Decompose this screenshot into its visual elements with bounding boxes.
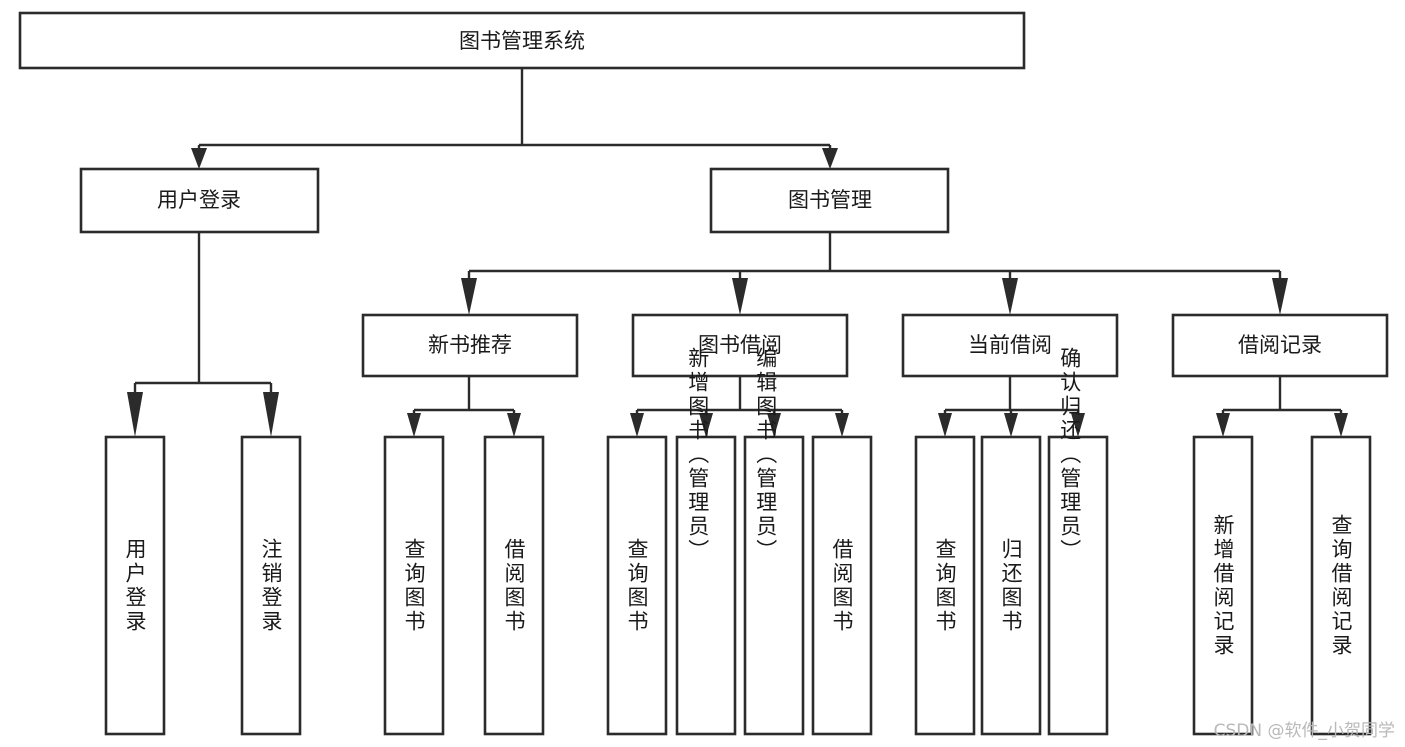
arrow-head-new-book-recommend: [461, 278, 477, 315]
leaf-user-login-logout-label: 注销登录: [259, 538, 283, 634]
arrow-head-bb-leaf-2: [699, 413, 713, 437]
node-book-borrow-box[interactable]: [631, 313, 849, 378]
leaf-bb-add-book-admin-box[interactable]: [675, 435, 737, 736]
leaf-nbr-query-book-box[interactable]: [383, 435, 445, 736]
arrow-head-leaf-user-login: [127, 392, 143, 437]
leaf-user-login-logout-box[interactable]: [240, 435, 302, 736]
leaf-node-br-query-record[interactable]: 查询借阅记录: [1310, 435, 1372, 736]
leaf-cb-return-book-box[interactable]: [980, 435, 1042, 736]
arrow-head-br-leaf-2: [1334, 413, 1348, 437]
leaf-user-login-login-box[interactable]: [104, 435, 166, 736]
arrow-head-bb-leaf-4: [835, 413, 849, 437]
leaf-br-add-record-label: 新增借阅记录: [1211, 514, 1235, 658]
node-borrow-record[interactable]: 借阅记录: [1171, 313, 1389, 378]
arrow-head-br-leaf-1: [1216, 413, 1230, 437]
node-user-login-label: 用户登录: [157, 188, 241, 212]
arrow-head-book-borrow: [732, 278, 748, 315]
arrow-head-book-mgmt: [822, 148, 838, 169]
node-borrow-record-box[interactable]: [1171, 313, 1389, 378]
node-user-login[interactable]: 用户登录: [79, 167, 320, 234]
leaf-bb-borrow-book-box[interactable]: [811, 435, 873, 736]
leaf-nbr-borrow-book-label: 借阅图书: [502, 538, 526, 634]
leaf-cb-query-book-label: 查询图书: [933, 538, 957, 634]
node-book-management-box[interactable]: [709, 167, 950, 234]
node-book-management-label: 图书管理: [788, 188, 872, 212]
edge-group-user-login: [127, 232, 279, 437]
leaf-node-bb-borrow-book[interactable]: 借阅图书: [811, 435, 873, 736]
leaf-cb-confirm-return-admin-label: 确认归还（管理员）: [1058, 347, 1082, 563]
leaf-nbr-borrow-book-box[interactable]: [483, 435, 545, 736]
leaf-nbr-query-book-label: 查询图书: [402, 538, 426, 634]
leaf-bb-query-book-label: 查询图书: [625, 538, 649, 634]
arrow-head-cb-leaf-2: [1004, 413, 1018, 437]
node-new-book-recommend[interactable]: 新书推荐: [361, 313, 579, 378]
arrow-head-bb-leaf-1: [630, 413, 644, 437]
leaf-cb-confirm-return-admin-box[interactable]: [1047, 435, 1109, 736]
leaf-node-cb-return-book[interactable]: 归还图书: [980, 435, 1042, 736]
leaf-bb-edit-book-admin-label: 编辑图书（管理员）: [754, 347, 778, 563]
arrow-head-nbr-leaf-1: [407, 413, 421, 437]
leaf-node-user-login-logout[interactable]: 注销登录: [240, 435, 302, 736]
leaf-node-user-login-login[interactable]: 用户登录: [104, 435, 166, 736]
leaf-node-cb-confirm-return-admin[interactable]: 确认归还（管理员）: [1047, 347, 1109, 736]
leaf-br-query-record-label: 查询借阅记录: [1329, 514, 1353, 658]
edge-group-current-borrow: [938, 376, 1085, 437]
node-new-book-recommend-label: 新书推荐: [428, 333, 512, 357]
node-current-borrow-box[interactable]: [901, 313, 1119, 378]
node-user-login-box[interactable]: [79, 167, 320, 234]
node-new-book-recommend-box[interactable]: [361, 313, 579, 378]
leaf-node-nbr-borrow-book[interactable]: 借阅图书: [483, 435, 545, 736]
node-root[interactable]: 图书管理系统: [18, 11, 1026, 70]
leaf-node-bb-add-book-admin[interactable]: 新增图书（管理员）: [675, 347, 737, 736]
edge-group-book-mgmt: [461, 232, 1288, 315]
arrow-head-user-login: [191, 148, 207, 169]
arrow-head-current-borrow: [1002, 278, 1018, 315]
edge-group-new-book-recommend: [407, 376, 521, 437]
leaf-node-nbr-query-book[interactable]: 查询图书: [383, 435, 445, 736]
node-current-borrow-label: 当前借阅: [968, 333, 1052, 357]
leaf-cb-return-book-label: 归还图书: [999, 538, 1023, 634]
arrow-head-bb-leaf-3: [767, 413, 781, 437]
leaf-node-cb-query-book[interactable]: 查询图书: [914, 435, 976, 736]
leaf-user-login-login-label: 用户登录: [123, 538, 147, 634]
leaf-bb-query-book-box[interactable]: [606, 435, 668, 736]
node-book-management[interactable]: 图书管理: [709, 167, 950, 234]
node-borrow-record-label: 借阅记录: [1238, 333, 1322, 357]
edge-group-book-borrow: [630, 376, 849, 437]
leaf-node-bb-query-book[interactable]: 查询图书: [606, 435, 668, 736]
arrow-head-cb-leaf-3: [1071, 413, 1085, 437]
arrow-head-leaf-logout: [263, 392, 279, 437]
node-root-label: 图书管理系统: [459, 29, 585, 53]
node-current-borrow[interactable]: 当前借阅: [901, 313, 1119, 378]
arrow-head-nbr-leaf-2: [507, 413, 521, 437]
node-book-borrow-label: 图书借阅: [698, 333, 782, 357]
edge-group-borrow-record: [1216, 376, 1348, 437]
leaf-node-br-add-record[interactable]: 新增借阅记录: [1192, 435, 1254, 736]
leaf-br-query-record-box[interactable]: [1310, 435, 1372, 736]
node-root-box[interactable]: [18, 11, 1026, 70]
csdn-watermark: CSDN @软件_小贺同学: [1213, 721, 1395, 741]
arrow-head-cb-leaf-1: [938, 413, 952, 437]
leaf-cb-query-book-box[interactable]: [914, 435, 976, 736]
leaf-br-add-record-box[interactable]: [1192, 435, 1254, 736]
leaf-bb-add-book-admin-label: 新增图书（管理员）: [686, 347, 710, 563]
edge-group-root: [191, 68, 838, 169]
leaf-bb-edit-book-admin-box[interactable]: [743, 435, 805, 736]
node-book-borrow[interactable]: 图书借阅: [631, 313, 849, 378]
arrow-head-borrow-record: [1272, 278, 1288, 315]
leaf-bb-borrow-book-label: 借阅图书: [830, 538, 854, 634]
leaf-node-bb-edit-book-admin[interactable]: 编辑图书（管理员）: [743, 347, 805, 736]
